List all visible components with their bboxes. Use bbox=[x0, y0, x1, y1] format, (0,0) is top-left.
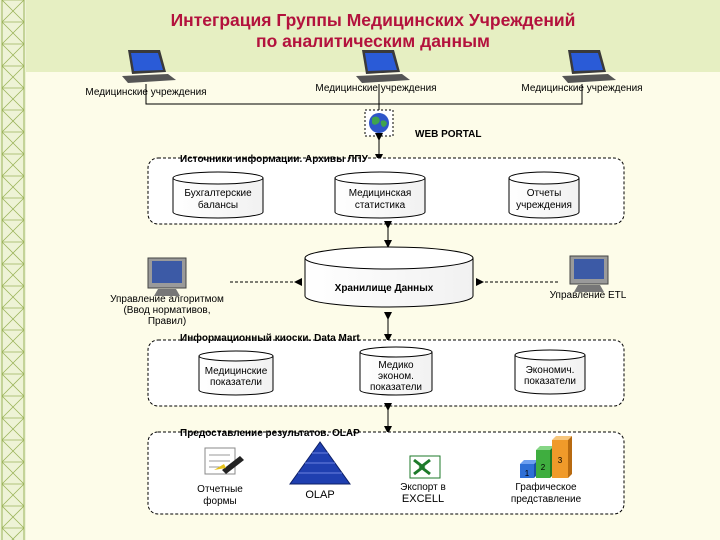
etl-label: Управление ETL bbox=[550, 290, 627, 301]
source-label: учреждения bbox=[516, 200, 572, 211]
report-document-icon bbox=[204, 447, 244, 475]
result-label: представление bbox=[511, 494, 582, 505]
result-label: Экспорт в bbox=[400, 482, 446, 493]
database-cylinder bbox=[172, 171, 264, 219]
chart-digit: 3 bbox=[558, 456, 563, 465]
database-cylinder bbox=[198, 350, 274, 396]
result-label: OLAP bbox=[305, 489, 334, 501]
institution-label: Медицинские учреждения bbox=[315, 83, 436, 94]
excel-icon bbox=[409, 455, 441, 479]
algorithm-label: Управление алгоритмом bbox=[110, 294, 224, 305]
result-label: Графическое bbox=[515, 481, 577, 493]
monitor-icon bbox=[147, 257, 187, 296]
pyramid-icon bbox=[289, 441, 351, 485]
source-label: Бухгалтерские bbox=[184, 188, 252, 199]
algorithm-label: Правил) bbox=[148, 316, 186, 327]
monitor-icon bbox=[569, 255, 609, 292]
globe-icon bbox=[364, 109, 394, 137]
laptop-icon bbox=[122, 50, 176, 83]
laptop-icon bbox=[356, 50, 410, 83]
database-cylinder bbox=[508, 171, 580, 219]
database-cylinder bbox=[334, 171, 426, 219]
source-label: Медицинская bbox=[349, 188, 412, 199]
chart-digit: 1 bbox=[525, 469, 530, 478]
database-cylinder bbox=[359, 346, 433, 396]
results-group bbox=[147, 431, 625, 515]
bar-chart-icon bbox=[520, 436, 572, 478]
title-line-2: по аналитическим данным bbox=[256, 31, 490, 51]
portal-connector-lines bbox=[145, 84, 583, 110]
result-label: Отчетные bbox=[197, 484, 243, 495]
datamart-label: показатели bbox=[210, 377, 262, 388]
datamart-title: Информационный киоски. Data Mart bbox=[180, 332, 360, 344]
datamart-label: Экономич. bbox=[526, 365, 575, 376]
warehouse-label: Хранилище Данных bbox=[335, 283, 434, 294]
result-label: EXCELL bbox=[402, 493, 444, 505]
datamart-label: показатели bbox=[524, 376, 576, 387]
datamart-label: Медицинские bbox=[205, 366, 268, 377]
source-label: статистика bbox=[355, 200, 406, 211]
datamart-label: Медико bbox=[378, 360, 414, 371]
source-label: Отчеты bbox=[527, 188, 562, 199]
algorithm-label: (Ввод нормативов, bbox=[123, 305, 210, 316]
decorative-left-strip bbox=[0, 0, 26, 540]
chart-digit: 2 bbox=[541, 463, 546, 472]
data-warehouse-cylinder bbox=[304, 246, 474, 308]
title-line-1: Интеграция Группы Медицинских Учреждений bbox=[170, 10, 576, 30]
sources-title: Источники информации. Архивы ЛПУ bbox=[180, 153, 369, 165]
web-portal-label: WEB PORTAL bbox=[415, 129, 481, 140]
result-label: формы bbox=[203, 495, 236, 507]
results-title: Предоставление результатов. OLAP bbox=[180, 428, 360, 439]
datamart-label: показатели bbox=[370, 382, 422, 393]
source-label: балансы bbox=[198, 199, 238, 211]
laptop-icon bbox=[562, 50, 616, 83]
datamart-label: эконом. bbox=[378, 371, 414, 382]
database-cylinder bbox=[514, 349, 586, 395]
